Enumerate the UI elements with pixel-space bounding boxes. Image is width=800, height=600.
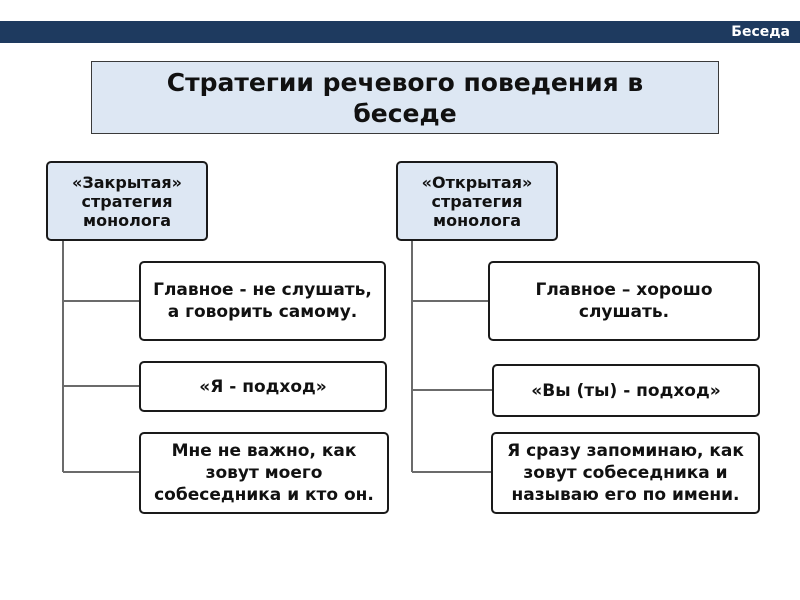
right-item-text-3: Я сразу запоминаю, как зовут собеседника…: [507, 441, 744, 505]
right-item-box-1: Главное – хорошо слушать.: [488, 261, 760, 341]
right-heading-box: «Открытая» стратегия монолога: [396, 161, 558, 241]
right-item-box-3: Я сразу запоминаю, как зовут собеседника…: [491, 432, 760, 514]
left-item-box-3: Мне не важно, как зовут моего собеседник…: [139, 432, 389, 514]
header-bar: Беседа: [0, 21, 800, 43]
left-heading-text: «Закрытая» стратегия монолога: [72, 172, 182, 230]
right-item-box-2: «Вы (ты) - подход»: [492, 364, 760, 417]
right-heading-text: «Открытая» стратегия монолога: [421, 172, 533, 230]
left-item-text-2: «Я - подход»: [199, 376, 327, 397]
section-label: Беседа: [731, 24, 790, 40]
diagram-title-box: Стратегии речевого поведения в беседе: [91, 61, 719, 134]
right-item-text-1: Главное – хорошо слушать.: [535, 280, 713, 322]
right-item-text-2: «Вы (ты) - подход»: [531, 380, 721, 401]
left-item-text-1: Главное - не слушать, а говорить самому.: [153, 280, 372, 322]
left-item-box-2: «Я - подход»: [139, 361, 387, 412]
left-item-text-3: Мне не важно, как зовут моего собеседник…: [154, 441, 374, 505]
diagram-title: Стратегии речевого поведения в беседе: [166, 67, 644, 128]
left-heading-box: «Закрытая» стратегия монолога: [46, 161, 208, 241]
left-item-box-1: Главное - не слушать, а говорить самому.: [139, 261, 386, 341]
